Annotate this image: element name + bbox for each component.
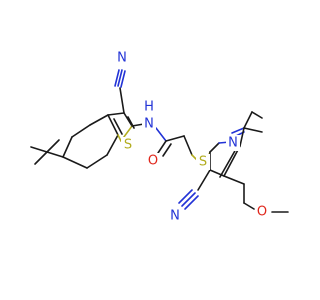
- atom-carbonyl-oxygen: O: [148, 154, 158, 169]
- bond: [219, 148, 237, 178]
- bond: [223, 175, 245, 185]
- bond: [89, 114, 109, 126]
- atom-amide-nitrogen: N: [144, 117, 154, 132]
- bond: [184, 195, 199, 210]
- bond: [209, 169, 225, 177]
- bond: [117, 134, 122, 142]
- bond: [243, 111, 253, 129]
- bond: [243, 127, 263, 133]
- bond: [157, 140, 167, 154]
- bond: [197, 169, 211, 191]
- bond: [114, 69, 120, 87]
- bond: [106, 134, 119, 156]
- bond: [46, 139, 60, 153]
- bond: [71, 124, 91, 138]
- atom-methoxy-oxygen: O: [257, 205, 267, 220]
- bond: [123, 112, 133, 127]
- bond: [243, 202, 255, 210]
- bond: [34, 151, 48, 165]
- bond: [209, 142, 220, 153]
- bond: [251, 111, 263, 119]
- bond: [113, 118, 123, 135]
- bond: [86, 154, 108, 169]
- atom-amide-hydrogen: H: [144, 100, 154, 115]
- bond: [119, 87, 125, 114]
- bond: [239, 127, 245, 147]
- atom-pyridine-nitrogen: N: [228, 136, 238, 151]
- atom-nitrile-nitrogen: N: [117, 51, 127, 66]
- atom-nitrile-nitrogen-2: N: [170, 209, 180, 224]
- bond: [155, 127, 167, 142]
- bond: [30, 146, 48, 153]
- bond: [120, 70, 126, 88]
- bonds: [30, 69, 289, 213]
- bond: [117, 69, 123, 87]
- bond: [165, 135, 185, 142]
- bond: [162, 143, 172, 157]
- bond: [181, 192, 196, 207]
- bond: [231, 127, 245, 134]
- bond: [62, 156, 88, 169]
- atom-thioether-sulfur: S: [199, 155, 207, 170]
- bond: [107, 114, 119, 136]
- molecule-structure-diagram: N N H S O S N N O: [30, 50, 289, 224]
- bond: [107, 112, 125, 116]
- atom-labels: N N H S O S N N O: [115, 50, 269, 224]
- atom-thiophene-sulfur: S: [124, 138, 132, 153]
- bond: [46, 151, 64, 158]
- bond: [62, 136, 73, 158]
- bond: [178, 189, 193, 204]
- bond: [183, 135, 193, 156]
